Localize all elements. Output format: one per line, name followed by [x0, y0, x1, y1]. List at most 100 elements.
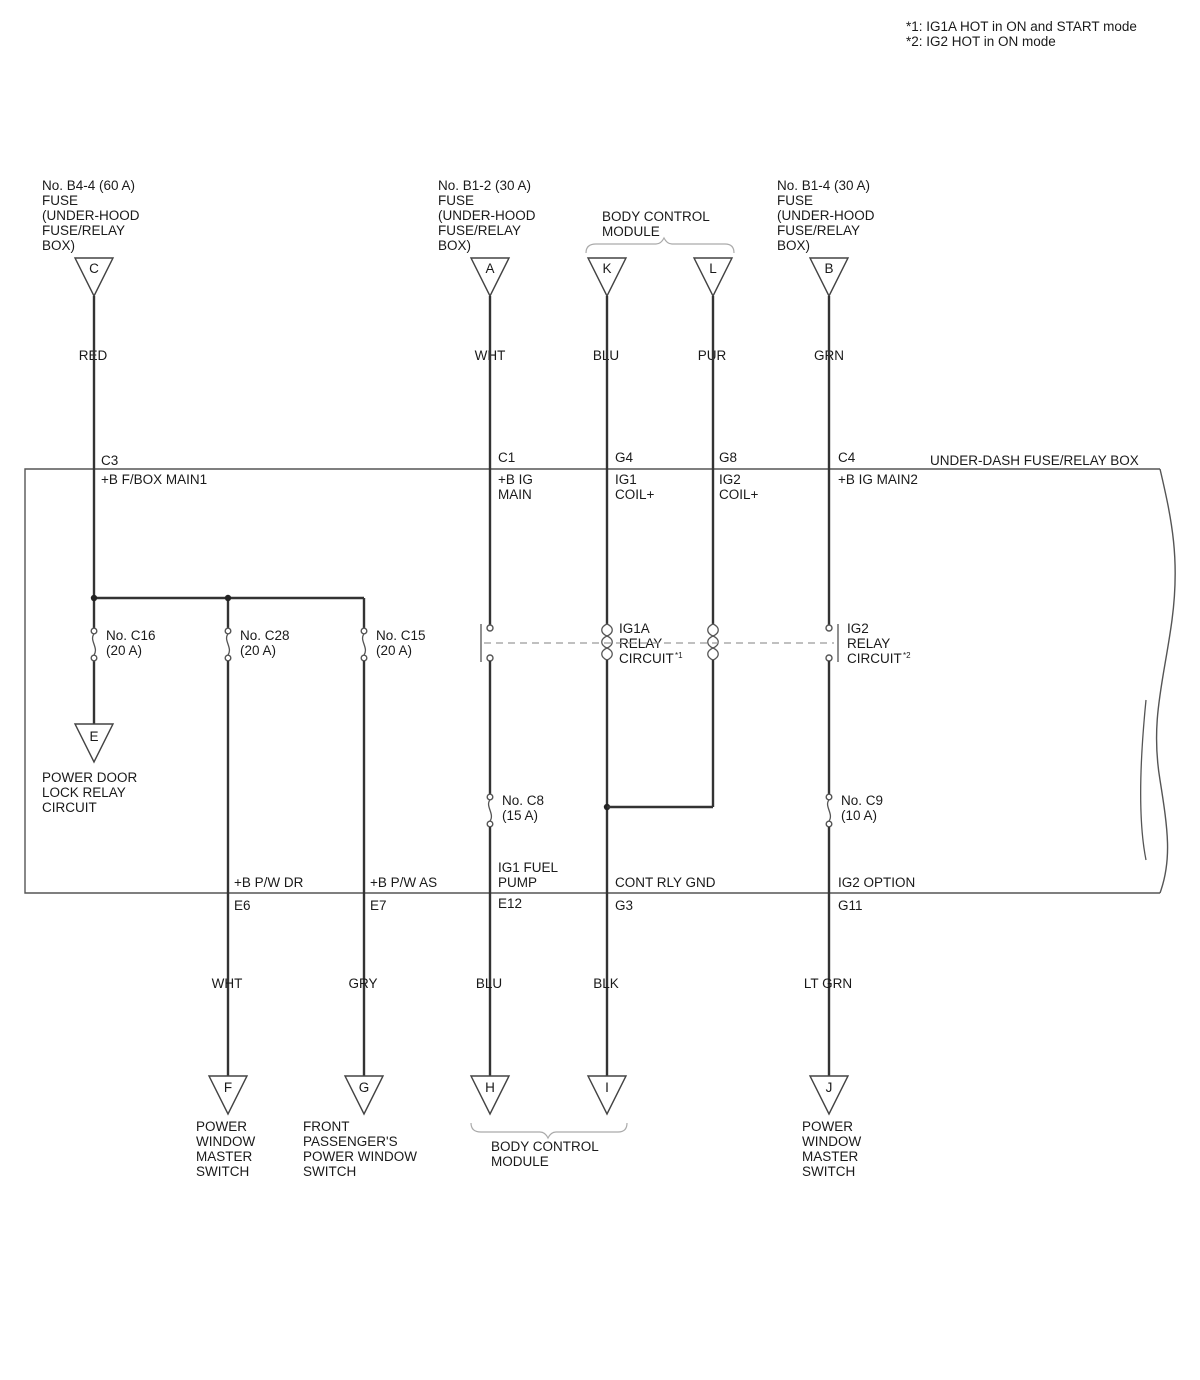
terminal-ig-main: +B IG MAIN — [498, 472, 533, 502]
svg-text:PUMP: PUMP — [498, 875, 537, 890]
under-dash-box-outline — [24, 468, 1176, 894]
pin-g3: G3 — [615, 898, 633, 913]
fuse-c28-icon — [224, 627, 232, 662]
wire-color-gry: GRY — [348, 976, 377, 991]
svg-text:CIRCUIT: CIRCUIT — [619, 651, 674, 666]
svg-text:C: C — [89, 261, 99, 276]
relay-ig2-label: IG2 RELAY CIRCUIT *2 — [847, 621, 911, 666]
under-dash-box-label: UNDER-DASH FUSE/RELAY BOX — [930, 453, 1139, 468]
dest-front-passenger-power-window-switch: FRONT PASSENGER'S POWER WINDOW SWITCH — [303, 1119, 417, 1179]
wire-color-ltgrn: LT GRN — [804, 976, 852, 991]
connector-f: F — [207, 1075, 249, 1116]
svg-text:BODY CONTROL: BODY CONTROL — [602, 209, 710, 224]
fuse-c16-icon — [90, 627, 98, 662]
svg-text:E: E — [89, 729, 98, 744]
svg-text:CIRCUIT: CIRCUIT — [847, 651, 902, 666]
source-label-c: No. B4-4 (60 A) FUSE (UNDER-HOOD FUSE/RE… — [42, 178, 140, 253]
svg-text:SWITCH: SWITCH — [196, 1164, 249, 1179]
svg-text:(20 A): (20 A) — [106, 643, 142, 658]
wire-color-blu-bottom: BLU — [476, 976, 502, 991]
svg-text:No. C28: No. C28 — [240, 628, 290, 643]
pin-g11: G11 — [838, 898, 863, 913]
source-label-a: No. B1-2 (30 A) FUSE (UNDER-HOOD FUSE/RE… — [438, 178, 536, 253]
connector-a: A — [469, 257, 511, 298]
svg-text:BOX): BOX) — [42, 238, 75, 253]
svg-text:MODULE: MODULE — [602, 224, 660, 239]
connector-h: H — [469, 1075, 511, 1116]
svg-text:G: G — [359, 1080, 370, 1095]
power-door-lock-label: POWER DOOR LOCK RELAY CIRCUIT — [42, 770, 138, 815]
dest-body-control-module: BODY CONTROL MODULE — [491, 1139, 599, 1169]
connector-l: L — [692, 257, 734, 298]
svg-text:MASTER: MASTER — [196, 1149, 253, 1164]
svg-text:No. B1-2 (30 A): No. B1-2 (30 A) — [438, 178, 531, 193]
connector-g: G — [343, 1075, 385, 1116]
wire-grn-ig-main2 — [825, 296, 839, 794]
fuse-c8-icon — [486, 793, 494, 828]
svg-text:PASSENGER'S: PASSENGER'S — [303, 1134, 398, 1149]
terminal-main1: +B F/BOX MAIN1 — [101, 472, 207, 487]
svg-text:B: B — [824, 261, 833, 276]
svg-text:BODY CONTROL: BODY CONTROL — [491, 1139, 599, 1154]
note-ig1a: *1: IG1A HOT in ON and START mode — [906, 19, 1137, 34]
fuse-c16-label: No. C16 (20 A) — [106, 628, 156, 658]
svg-text:WINDOW: WINDOW — [802, 1134, 861, 1149]
dest-power-window-master-switch-j: POWER WINDOW MASTER SWITCH — [802, 1119, 861, 1179]
terminal-pw-as: +B P/W AS — [370, 875, 437, 890]
svg-text:No. C9: No. C9 — [841, 793, 883, 808]
wire-color-blk: BLK — [593, 976, 619, 991]
svg-text:(10 A): (10 A) — [841, 808, 877, 823]
terminal-ig2-option: IG2 OPTION — [838, 875, 915, 890]
terminal-ig-main2: +B IG MAIN2 — [838, 472, 918, 487]
svg-text:(15 A): (15 A) — [502, 808, 538, 823]
svg-text:BOX): BOX) — [777, 238, 810, 253]
fuse-c9-icon — [825, 793, 833, 828]
pin-c3: C3 — [101, 453, 118, 468]
fuse-c9-label: No. C9 (10 A) — [841, 793, 883, 823]
svg-text:(UNDER-HOOD: (UNDER-HOOD — [438, 208, 536, 223]
svg-text:*2: *2 — [903, 651, 911, 660]
svg-text:(20 A): (20 A) — [240, 643, 276, 658]
svg-text:BOX): BOX) — [438, 238, 471, 253]
pin-g8: G8 — [719, 450, 737, 465]
svg-text:(UNDER-HOOD: (UNDER-HOOD — [777, 208, 875, 223]
pin-e6: E6 — [234, 898, 251, 913]
pin-e12: E12 — [498, 896, 522, 911]
svg-text:*1: *1 — [675, 651, 683, 660]
svg-text:IG2: IG2 — [719, 472, 741, 487]
dest-power-window-master-switch-f: POWER WINDOW MASTER SWITCH — [196, 1119, 255, 1179]
svg-text:MODULE: MODULE — [491, 1154, 549, 1169]
note-ig2: *2: IG2 HOT in ON mode — [906, 34, 1056, 49]
wire-color-wht-bottom: WHT — [212, 976, 243, 991]
pin-c4: C4 — [838, 450, 856, 465]
svg-text:FUSE: FUSE — [777, 193, 813, 208]
bcm-top-label: BODY CONTROL MODULE — [602, 209, 710, 239]
source-label-b: No. B1-4 (30 A) FUSE (UNDER-HOOD FUSE/RE… — [777, 178, 875, 253]
svg-text:FUSE/RELAY: FUSE/RELAY — [438, 223, 521, 238]
fuse-c15-label: No. C15 (20 A) — [376, 628, 426, 658]
svg-text:POWER: POWER — [196, 1119, 247, 1134]
svg-text:MAIN: MAIN — [498, 487, 532, 502]
fuse-c28-label: No. C28 (20 A) — [240, 628, 290, 658]
relay-ig1a-label: IG1A RELAY CIRCUIT *1 — [619, 621, 683, 666]
svg-text:POWER WINDOW: POWER WINDOW — [303, 1149, 417, 1164]
svg-text:L: L — [709, 261, 717, 276]
connector-j: J — [808, 1075, 850, 1116]
terminal-pw-dr: +B P/W DR — [234, 875, 304, 890]
svg-text:+B IG: +B IG — [498, 472, 533, 487]
svg-text:A: A — [485, 261, 494, 276]
svg-text:K: K — [602, 261, 611, 276]
terminal-ig2-coil: IG2 COIL+ — [719, 472, 759, 502]
svg-text:No. B1-4 (30 A): No. B1-4 (30 A) — [777, 178, 870, 193]
terminal-ig1-coil: IG1 COIL+ — [615, 472, 655, 502]
fuse-c8-label: No. C8 (15 A) — [502, 793, 544, 823]
svg-text:COIL+: COIL+ — [615, 487, 655, 502]
bcm-top-brace — [585, 236, 735, 254]
wire-blu-ig1-coil — [601, 296, 613, 1076]
svg-text:FUSE: FUSE — [438, 193, 474, 208]
svg-text:IG1 FUEL: IG1 FUEL — [498, 860, 559, 875]
svg-text:SWITCH: SWITCH — [303, 1164, 356, 1179]
svg-text:No. B4-4 (60 A): No. B4-4 (60 A) — [42, 178, 135, 193]
svg-text:LOCK RELAY: LOCK RELAY — [42, 785, 126, 800]
